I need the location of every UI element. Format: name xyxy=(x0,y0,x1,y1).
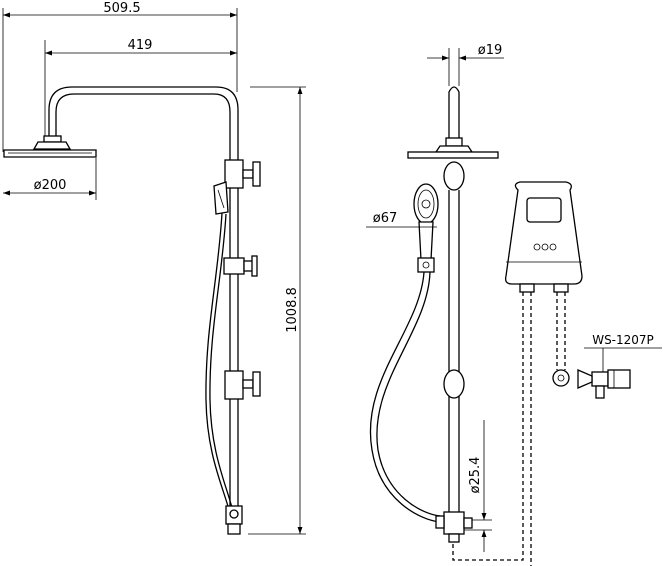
rail-diameter-label: ø25.4 xyxy=(468,457,483,494)
heater-pipes xyxy=(452,292,570,566)
overall-height-dimension: 1008.8 xyxy=(248,86,306,535)
arm-reach-dimension: 419 xyxy=(44,38,237,140)
top-pipe-diameter-dimension: ø19 xyxy=(427,43,504,86)
hose-front-view-inner xyxy=(209,213,235,517)
bottom-valve xyxy=(435,511,473,543)
hand-shower-diameter-dimension: ø67 xyxy=(366,211,437,228)
hose-side-view-inner xyxy=(376,271,441,517)
overall-width-dimension: 509.5 xyxy=(2,1,238,152)
overall-width-label: 509.5 xyxy=(103,1,140,16)
hand-shower xyxy=(413,183,439,261)
rain-head-side xyxy=(407,137,499,159)
upper-diverter xyxy=(224,159,261,189)
rain-head-diameter-dimension: ø200 xyxy=(3,158,97,200)
front-view: 509.5 419 ø200 xyxy=(2,1,306,535)
upper-diverter-side xyxy=(443,161,465,191)
upper-pipe xyxy=(448,86,460,140)
heater-display xyxy=(526,197,562,223)
hose-holder xyxy=(417,257,435,273)
rail-diameter-dimension: ø25.4 xyxy=(462,420,492,552)
hand-shower-diameter-label: ø67 xyxy=(373,211,398,226)
valve-model-label: WS-1207P xyxy=(592,333,654,347)
side-view: ø19 ø67 xyxy=(366,43,662,566)
bottom-inlet xyxy=(225,505,243,535)
rain-shower-head xyxy=(3,135,97,158)
lower-mixer xyxy=(224,370,261,400)
top-pipe-diameter-label: ø19 xyxy=(478,43,503,58)
arm-reach-label: 419 xyxy=(128,38,153,53)
middle-bracket xyxy=(223,255,258,277)
hand-shower-holder xyxy=(213,181,229,215)
overall-height-label: 1008.8 xyxy=(285,287,300,333)
shower-arm-inner xyxy=(55,93,231,532)
hose-side-view xyxy=(369,271,441,523)
shower-arm xyxy=(48,86,239,532)
hose-front-view xyxy=(205,212,232,519)
angle-valve: WS-1207P xyxy=(577,333,662,399)
water-heater xyxy=(504,181,583,293)
rain-head-diameter-label: ø200 xyxy=(34,178,67,193)
middle-joint-side xyxy=(443,369,465,399)
